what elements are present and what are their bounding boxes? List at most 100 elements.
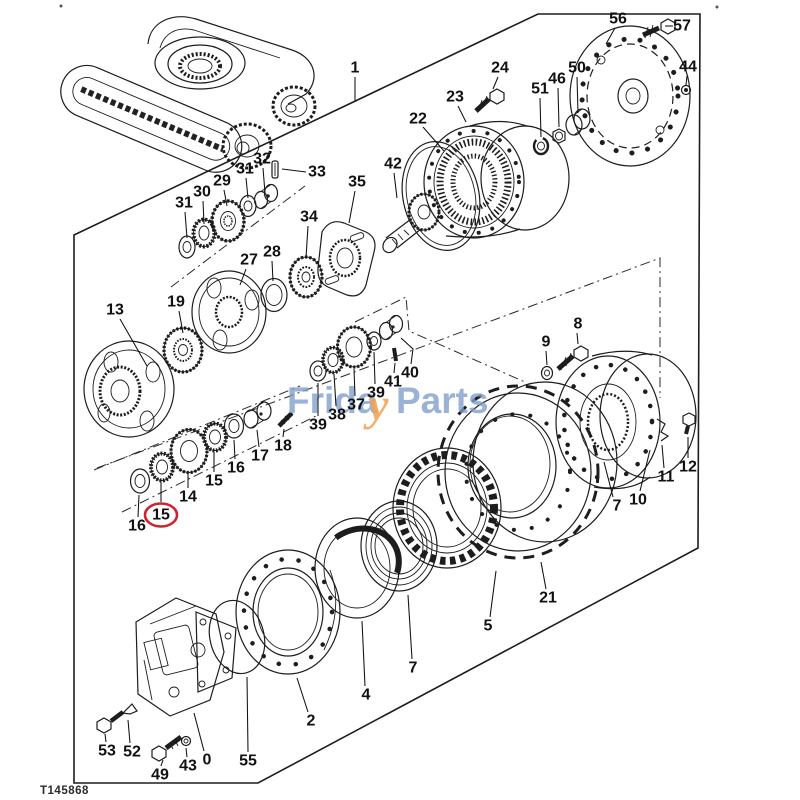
part-label-10: 10 (629, 492, 647, 509)
seal-ring-4 (312, 517, 402, 619)
part-label-14: 14 (179, 489, 197, 506)
leader-line-8 (576, 332, 579, 345)
part-label-30: 30 (193, 184, 211, 201)
part-label-0: 0 (203, 752, 212, 769)
pin-41 (392, 347, 398, 362)
leader-line-23 (457, 105, 467, 123)
leader-line-0 (193, 712, 205, 752)
carrier-13 (83, 340, 175, 438)
part-label-34: 34 (300, 209, 318, 226)
part-label-39: 39 (367, 385, 385, 402)
part-label-38: 38 (328, 407, 346, 424)
washer-39b (366, 331, 382, 351)
bolt-24 (474, 88, 505, 113)
leader-line-50 (576, 76, 579, 114)
bolt-49 (151, 734, 183, 762)
leader-line-5 (489, 570, 497, 618)
travel-motor-0 (135, 597, 237, 717)
part-label-46: 46 (548, 71, 566, 88)
leader-line-31 (184, 211, 188, 239)
leader-line-43 (185, 747, 188, 758)
part-label-39: 39 (309, 417, 327, 434)
leader-line-37 (353, 368, 356, 397)
part-label-7: 7 (613, 498, 622, 515)
leader-line-40 (400, 337, 414, 365)
leader-line-22 (422, 126, 445, 152)
part-label-15: 15 (152, 507, 170, 524)
leader-line-28 (271, 260, 274, 282)
leader-line-21 (540, 561, 547, 590)
leader-line-51 (539, 97, 542, 138)
leader-line-7 (603, 461, 614, 498)
leader-line-49 (160, 759, 164, 767)
part-label-52: 52 (123, 744, 141, 761)
cover-56 (569, 25, 691, 167)
part-label-57: 57 (673, 18, 691, 35)
doc-code: T145868 (40, 785, 89, 797)
part-label-15: 15 (205, 473, 223, 490)
bushing-50 (565, 108, 591, 136)
leader-line-39 (373, 351, 376, 385)
part-label-44: 44 (679, 59, 697, 76)
oring-55 (208, 599, 266, 675)
clip-51 (532, 136, 550, 156)
gear-37 (335, 325, 373, 369)
gear-19 (162, 326, 204, 374)
part-label-31: 31 (236, 161, 254, 178)
part-label-40: 40 (401, 365, 419, 382)
leader-line-42 (393, 172, 398, 199)
hub-10 (555, 350, 697, 490)
watermark-text-2: Parts (396, 380, 489, 421)
leader-line-41 (393, 362, 396, 374)
leader-line-55 (246, 676, 249, 753)
part-label-27: 27 (240, 252, 258, 269)
part-label-43: 43 (179, 758, 197, 775)
part-label-51: 51 (531, 81, 549, 98)
part-label-18: 18 (274, 438, 292, 455)
part-label-23: 23 (446, 89, 464, 106)
plug-44 (680, 84, 692, 96)
leader-line-13 (119, 318, 148, 367)
part-label-22: 22 (409, 111, 427, 128)
leader-line-29 (223, 189, 228, 207)
bolt-53 (96, 710, 125, 734)
bolt-8 (556, 345, 589, 371)
leader-line-53 (104, 733, 107, 743)
leader-line-9 (545, 350, 548, 366)
part-label-21: 21 (539, 590, 557, 607)
washer-28 (260, 277, 288, 313)
gear-29 (210, 199, 246, 243)
bushing-17 (243, 401, 272, 429)
leader-line-16 (137, 494, 140, 518)
leader-line-17 (256, 429, 260, 448)
flange-housing-2 (235, 549, 341, 675)
highlight-circle (143, 502, 179, 528)
part-label-5: 5 (484, 618, 493, 635)
part-label-55: 55 (239, 753, 257, 770)
leader-line-56 (605, 27, 616, 45)
leader-line-35 (348, 190, 356, 224)
part-label-50: 50 (568, 60, 586, 77)
part-label-13: 13 (106, 302, 124, 319)
watermark-text-1: Frida (287, 380, 378, 421)
sprocket-21 (436, 381, 618, 560)
speck (59, 4, 63, 8)
part-label-17: 17 (251, 448, 269, 465)
leader-line-27 (239, 268, 247, 286)
outer-box (73, 13, 701, 784)
pin-18 (277, 411, 294, 428)
nut-46 (552, 128, 566, 144)
leader-line-33 (281, 168, 307, 173)
part-label-35: 35 (348, 174, 366, 191)
bolt-57 (641, 18, 676, 39)
planet-gear-14 (169, 427, 209, 475)
clip-11 (656, 418, 670, 442)
part-label-28: 28 (263, 244, 281, 261)
leader-line-52 (127, 719, 131, 744)
snap-ring-22 (401, 141, 481, 251)
ring-gear-23 (423, 120, 570, 239)
part-label-31: 31 (175, 195, 193, 212)
